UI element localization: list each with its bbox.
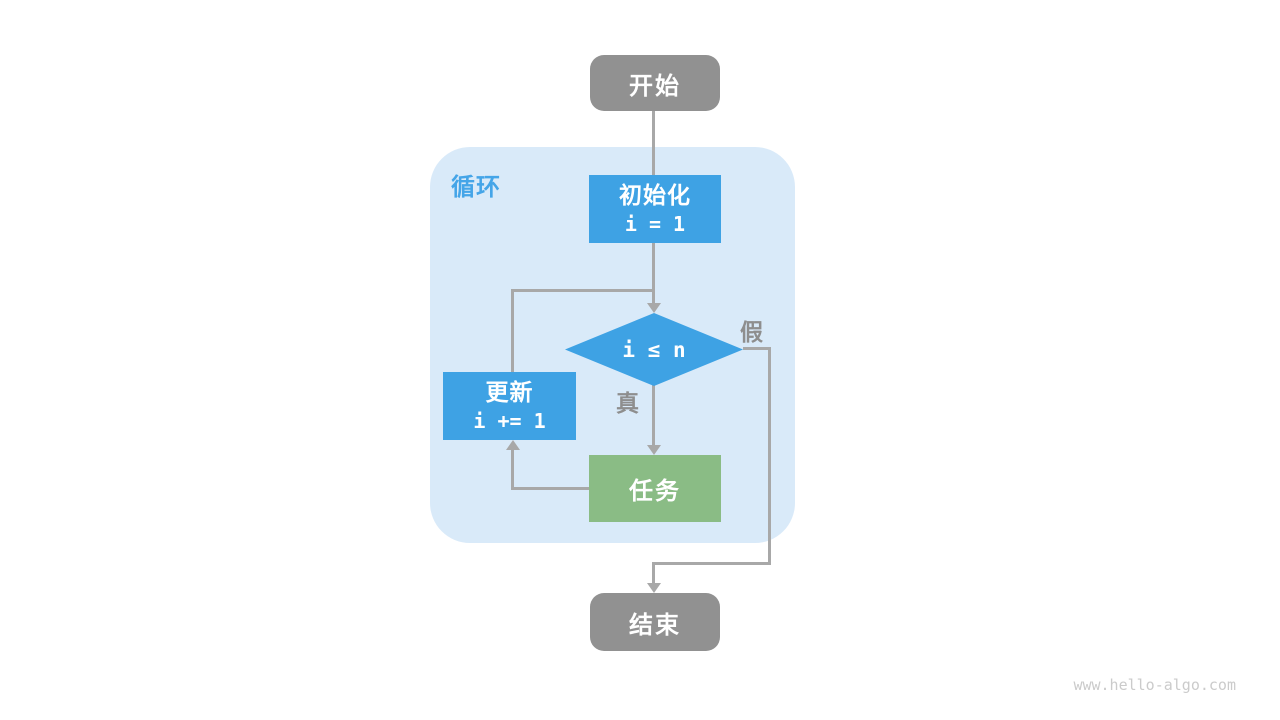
start-node: 开始 [590,55,720,111]
connector-task-to-update-horizontal [511,487,589,490]
arrowhead-into-update [506,440,520,450]
connector-into-end [652,562,655,583]
task-node-label: 任务 [629,478,681,505]
init-node-code: i = 1 [624,212,686,236]
init-process-node: 初始化 i = 1 [589,175,721,243]
branch-label-true: 真 [616,390,639,416]
update-node-title: 更新 [485,379,534,405]
arrowhead-into-condition [647,303,661,313]
connector-loopback-vertical [511,289,514,372]
loop-label: 循环 [451,174,501,201]
connector-false-branch-left [652,562,771,565]
connector-false-branch-down [768,347,771,565]
update-node-code: i += 1 [473,409,546,433]
start-node-label: 开始 [629,72,681,100]
connector-start-to-init [652,111,655,175]
connector-loopback-horizontal [511,289,655,292]
end-node-label: 结束 [629,611,681,639]
task-process-node: 任务 [589,455,721,522]
watermark-text: www.hello-algo.com [1073,676,1236,694]
arrowhead-into-task [647,445,661,455]
condition-node-code: i ≤ n [622,337,686,362]
connector-task-to-update-vertical [511,450,514,490]
connector-false-branch-out [743,347,770,350]
branch-label-false: 假 [740,319,763,345]
init-node-title: 初始化 [619,182,691,208]
arrowhead-into-end [647,583,661,593]
end-node: 结束 [590,593,720,651]
update-process-node: 更新 i += 1 [443,372,576,440]
connector-condition-to-task [652,385,655,445]
connector-init-to-condition [652,243,655,305]
